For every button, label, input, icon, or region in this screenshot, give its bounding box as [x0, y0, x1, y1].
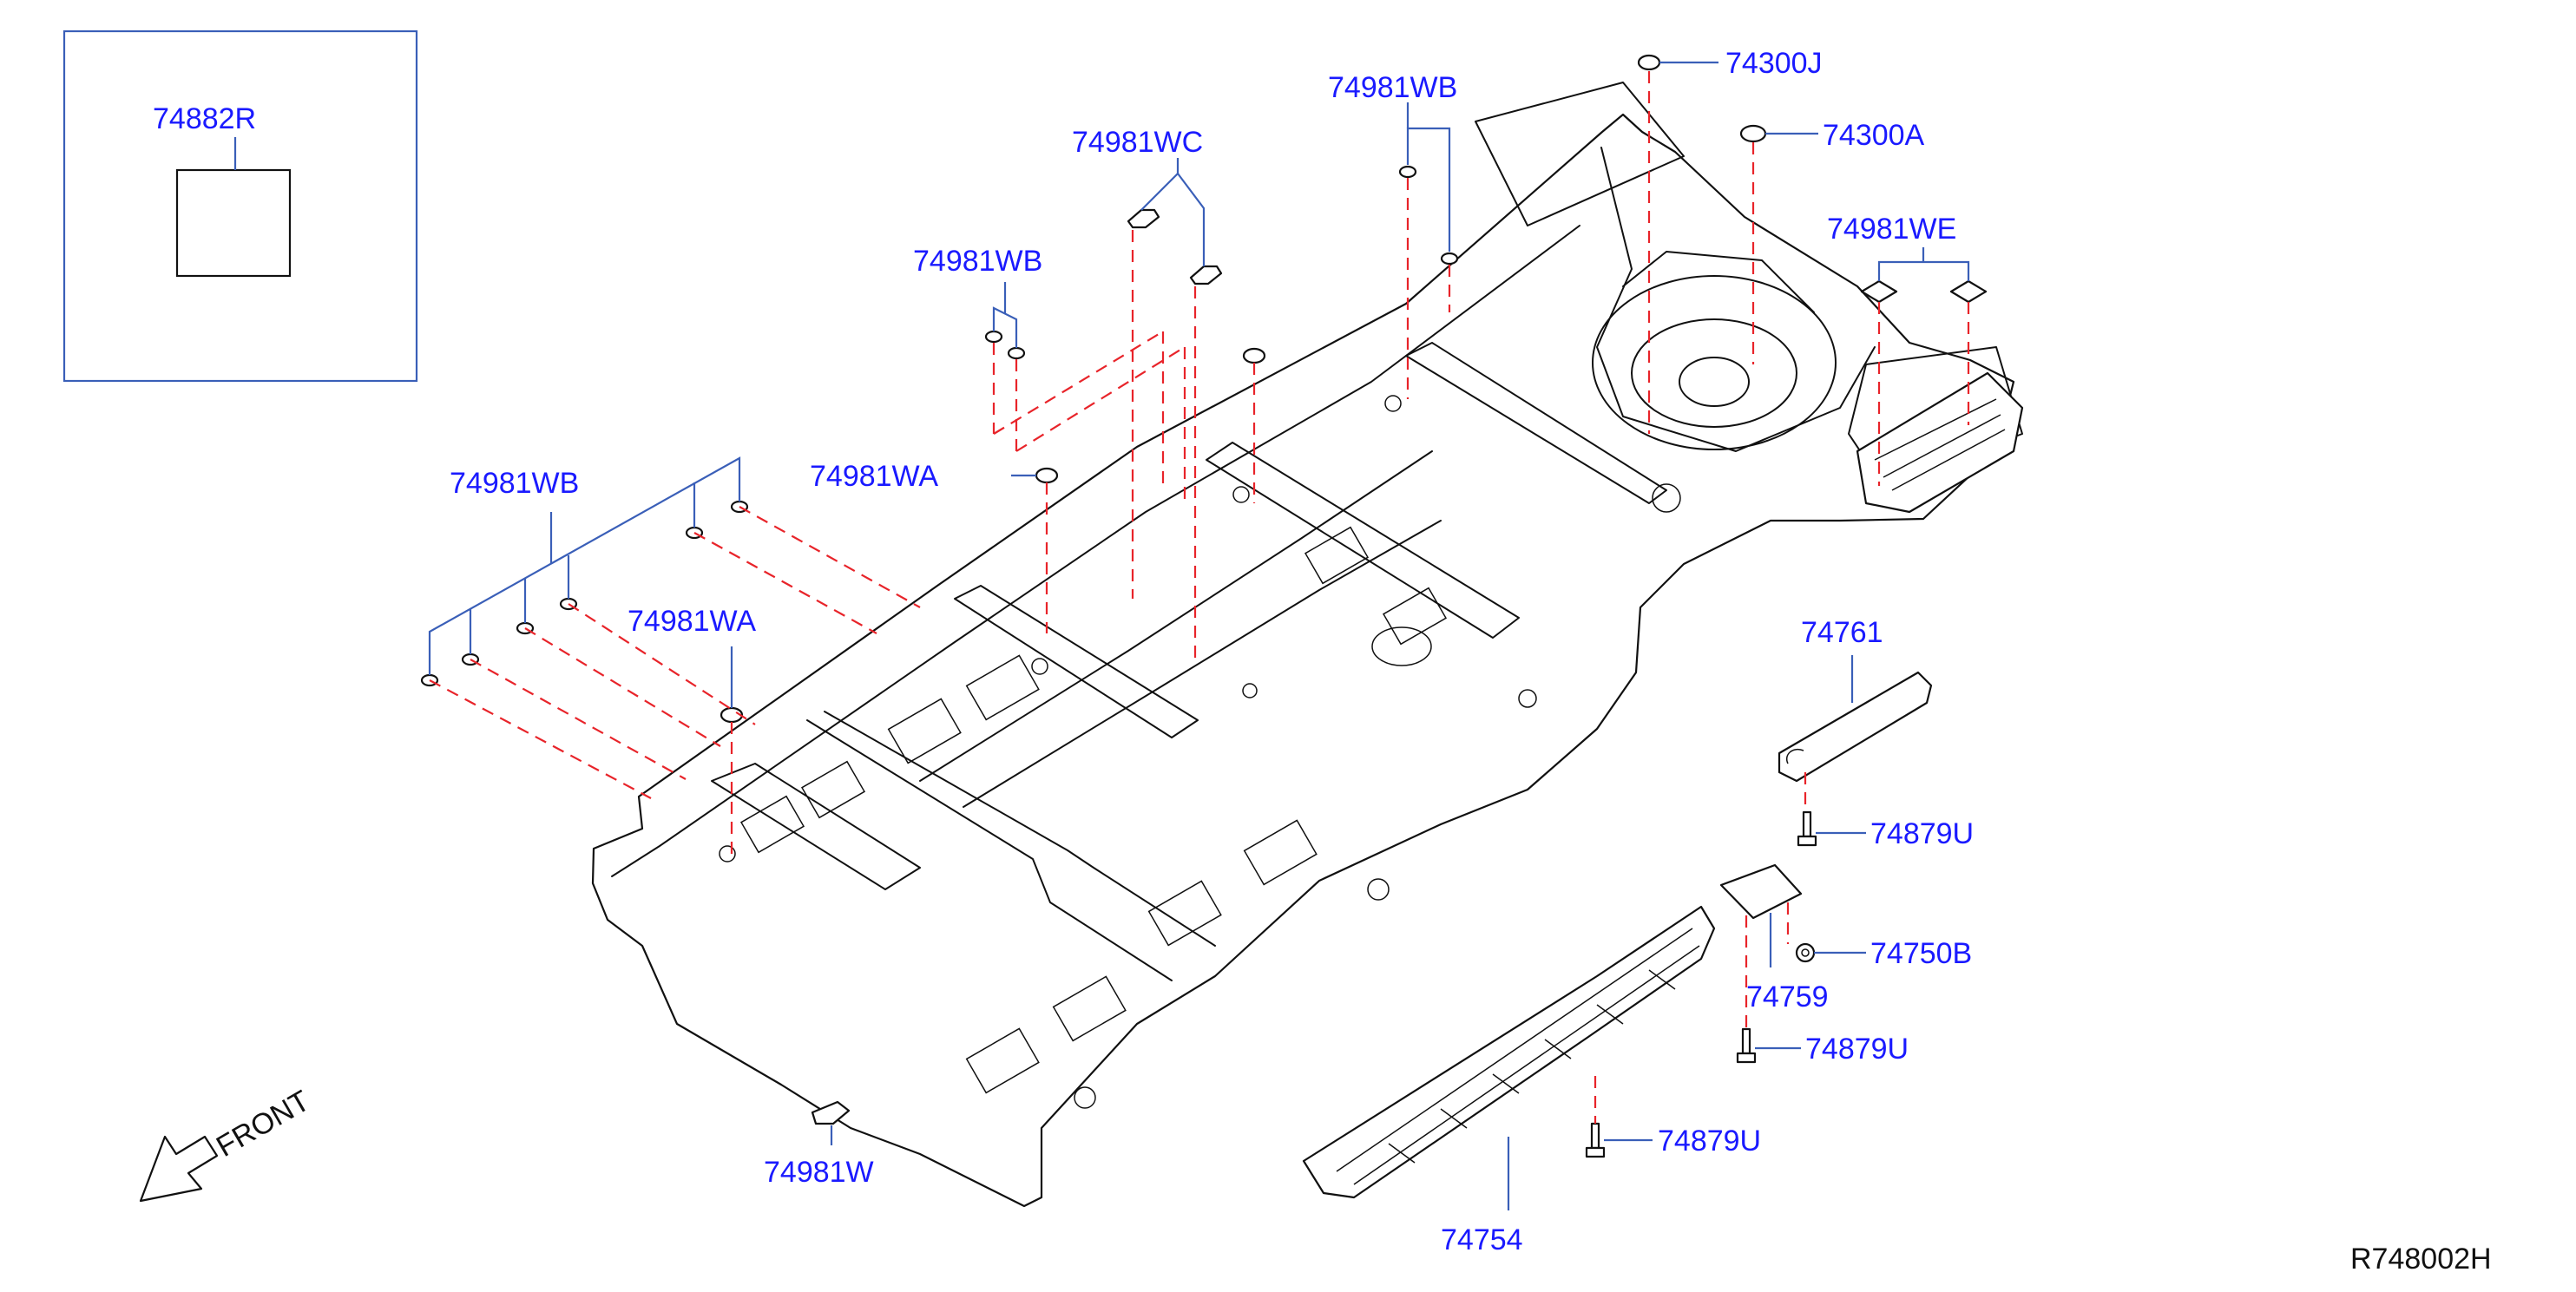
part-label-74750b[interactable]: 74750B — [1870, 937, 1972, 970]
part-label-74300a[interactable]: 74300A — [1823, 119, 1925, 152]
front-label: FRONT — [211, 1084, 315, 1163]
part-label-74981wa-upper[interactable]: 74981WA — [810, 460, 938, 493]
part-label-74981wb-mid[interactable]: 74981WB — [913, 245, 1042, 278]
part-label-74759[interactable]: 74759 — [1746, 980, 1829, 1013]
bolt-74879u-a-icon — [1797, 810, 1817, 847]
part-label-74981we[interactable]: 74981WE — [1827, 213, 1956, 246]
part-label-74981wb-top[interactable]: 74981WB — [1328, 71, 1457, 104]
front-arrow-icon — [139, 1135, 219, 1203]
part-label-74879u-a[interactable]: 74879U — [1870, 817, 1974, 850]
part-label-74300j[interactable]: 74300J — [1725, 47, 1823, 80]
part-label-74879u-b[interactable]: 74879U — [1805, 1033, 1909, 1066]
part-label-74882r[interactable]: 74882R — [153, 102, 256, 135]
heat-insulator-74761 — [1778, 671, 1933, 783]
part-label-74754[interactable]: 74754 — [1441, 1223, 1523, 1256]
install-lines — [429, 71, 1970, 1124]
leader-lines — [428, 61, 1970, 1210]
floor-panel — [591, 82, 2024, 1208]
part-label-74761[interactable]: 74761 — [1801, 616, 1883, 649]
heat-insulator-74759 — [1719, 863, 1803, 920]
part-label-74981wb-left[interactable]: 74981WB — [450, 467, 579, 500]
insulator-pad-74882r — [175, 168, 292, 278]
part-label-74879u-c[interactable]: 74879U — [1658, 1125, 1761, 1158]
plug-74300j-icon — [1637, 54, 1661, 71]
bolt-74879u-b-icon — [1736, 1027, 1757, 1064]
bolt-74879u-c-icon — [1585, 1122, 1606, 1158]
part-label-74981wa-lower[interactable]: 74981WA — [628, 605, 756, 638]
heat-insulator-74754 — [1302, 905, 1716, 1199]
nut-74750b-icon — [1795, 942, 1816, 963]
inset-panel: 74882R — [62, 30, 418, 383]
part-label-74981w[interactable]: 74981W — [764, 1156, 874, 1189]
front-direction-indicator: FRONT — [139, 1084, 315, 1203]
plug-74300a-icon — [1739, 124, 1767, 143]
diagram-id: R748002H — [2350, 1243, 2492, 1276]
part-labels: 74300J 74300A 74981WB 74981WC 74981WB 74… — [450, 47, 1974, 1256]
part-label-74981wc[interactable]: 74981WC — [1072, 126, 1203, 159]
plug-74981w — [811, 1100, 851, 1125]
